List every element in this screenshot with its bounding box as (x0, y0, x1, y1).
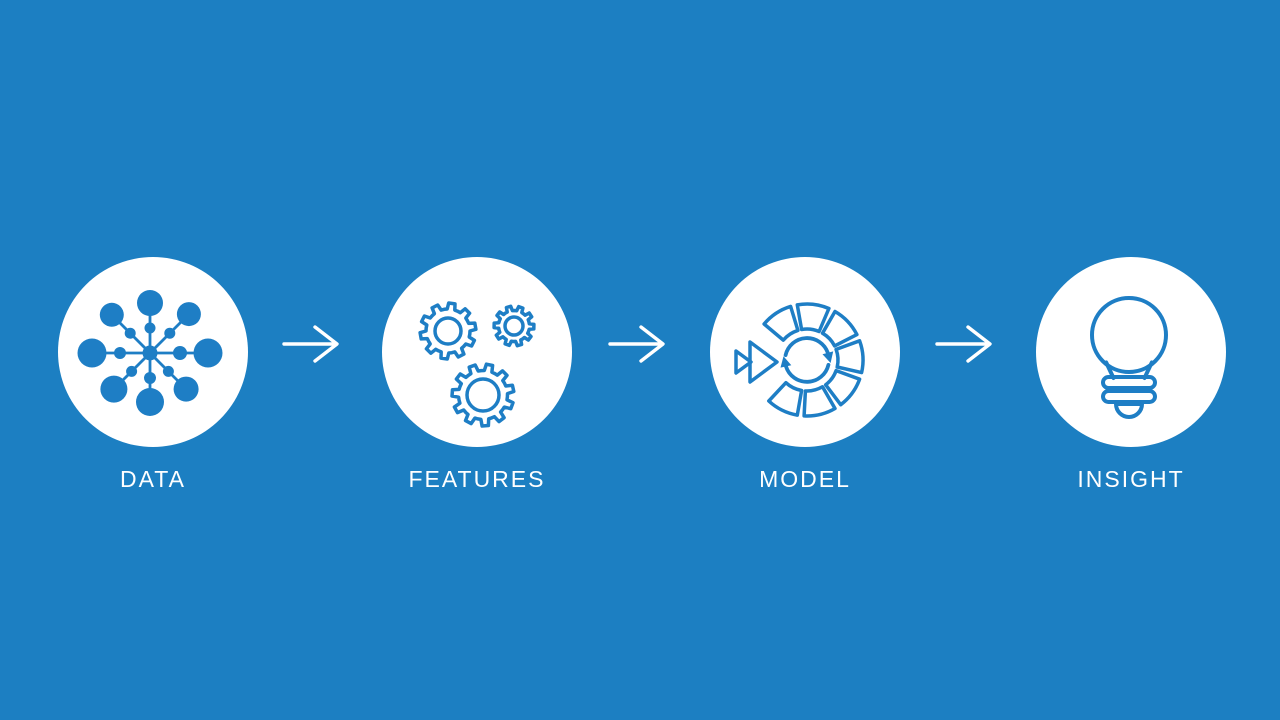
model-circle (710, 257, 900, 447)
features-circle (382, 257, 572, 447)
step-insight: INSIGHT (1036, 257, 1226, 497)
arrow-right-icon (608, 325, 665, 363)
arrow-right-icon (282, 325, 339, 363)
arrow-right-icon (935, 325, 992, 363)
step-data: DATA (58, 257, 248, 497)
step-label-model: MODEL (759, 466, 851, 492)
step-label-features: FEATURES (408, 466, 546, 492)
step-model: MODEL (710, 257, 900, 497)
data-network-icon (77, 290, 223, 416)
step-label-data: DATA (120, 466, 186, 492)
gears-icon (418, 301, 536, 428)
step-features: FEATURES (382, 257, 572, 497)
insight-circle (1036, 257, 1226, 447)
step-label-insight: INSIGHT (1077, 466, 1185, 492)
model-cycle-icon (734, 302, 865, 418)
data-circle (58, 257, 248, 447)
lightbulb-icon (1090, 296, 1168, 419)
